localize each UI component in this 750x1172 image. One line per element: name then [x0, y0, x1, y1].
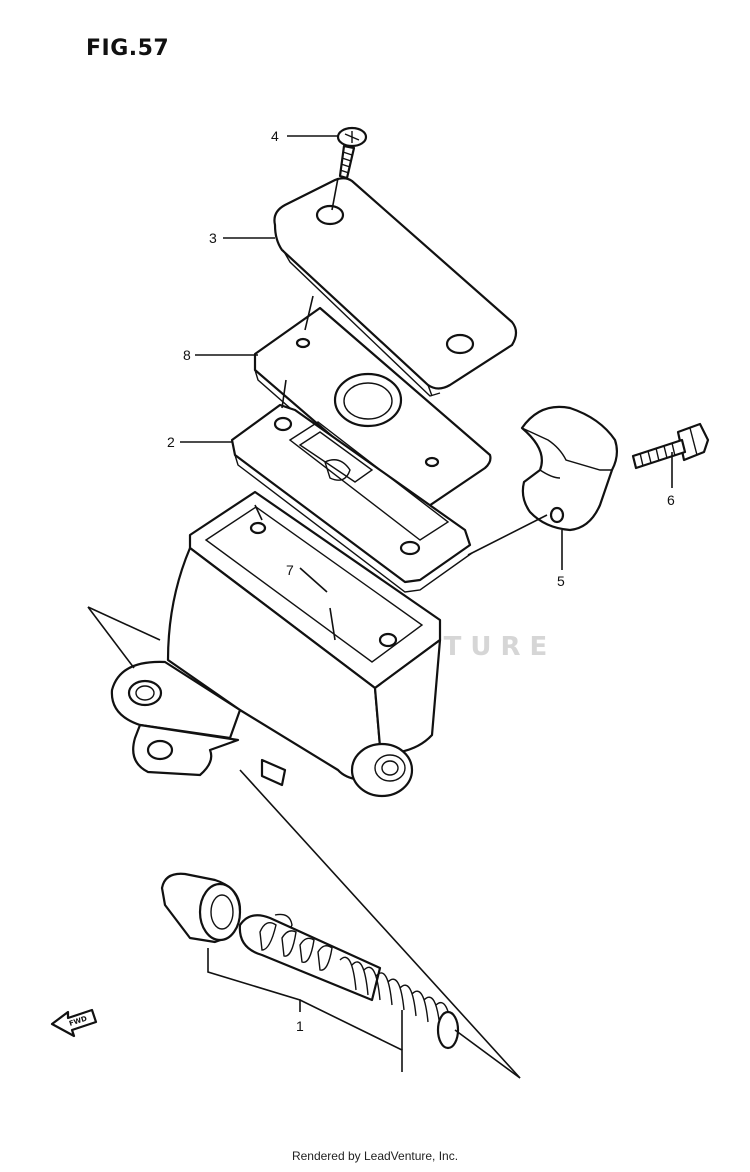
part-8-diaphragm-plate[interactable] [253, 306, 492, 524]
callout-8: 8 [183, 347, 191, 363]
part-6-bolt[interactable] [631, 422, 710, 470]
footer-credit: Rendered by LeadVenture, Inc. [291, 1149, 459, 1163]
part-5-clamp[interactable] [520, 405, 619, 532]
leader-lines [87, 135, 673, 1079]
callout-6: 6 [667, 492, 675, 508]
figure-title: FIG.57 [86, 36, 170, 61]
master-cylinder-body[interactable] [110, 490, 442, 798]
callout-1: 1 [296, 1018, 304, 1034]
part-2-gasket[interactable] [230, 403, 473, 593]
callout-4: 4 [271, 128, 279, 144]
callout-3: 3 [209, 230, 217, 246]
part-3-reservoir-cap[interactable] [273, 177, 518, 397]
fwd-arrow-icon: FWD [50, 1008, 98, 1038]
part-1-piston-set[interactable] [160, 872, 460, 1050]
callout-2: 2 [167, 434, 175, 450]
callout-7: 7 [286, 562, 294, 578]
callout-labels: 4 3 8 2 7 5 6 1 [167, 128, 675, 1034]
part-4-screw[interactable] [336, 126, 368, 180]
callout-5: 5 [557, 573, 565, 589]
